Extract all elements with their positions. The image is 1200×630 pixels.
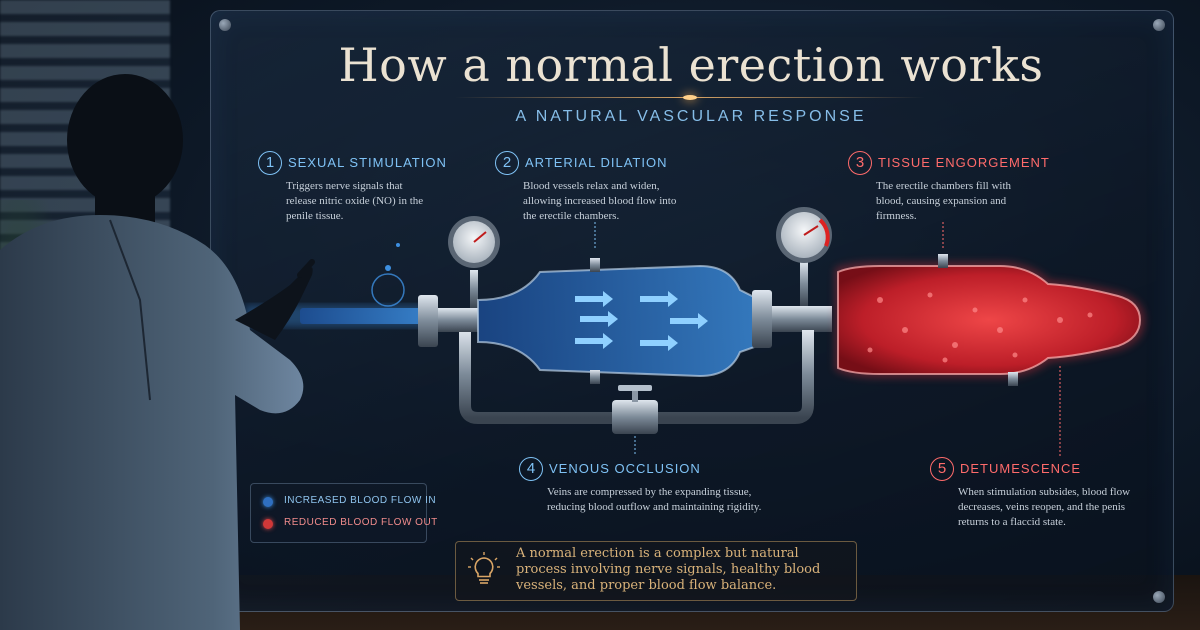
step-number: 2 xyxy=(495,151,519,175)
step-number: 5 xyxy=(930,457,954,481)
engorgement-chamber-glass xyxy=(837,265,1142,375)
nerve-signal-dot xyxy=(385,265,391,271)
gauge-stem xyxy=(470,270,478,308)
gauge-needle xyxy=(803,225,819,236)
step-description: Veins are compressed by the expanding ti… xyxy=(547,486,762,513)
lightbulb-icon xyxy=(468,552,500,584)
step-description: Blood vessels relax and widen, allowing … xyxy=(523,180,677,222)
legend-label: REDUCED BLOOD FLOW OUT xyxy=(284,517,438,528)
step-number: 3 xyxy=(848,151,872,175)
gauge-needle xyxy=(473,231,487,243)
middle-coupling xyxy=(772,306,832,332)
step-number: 4 xyxy=(519,457,543,481)
summary-note: A normal erection is a complex but natur… xyxy=(455,541,857,601)
step-1-sexual-stimulation: 1 SEXUAL STIMULATION Triggers nerve sign… xyxy=(258,151,446,241)
flange-left xyxy=(418,295,438,347)
legend-dot-blue xyxy=(263,497,273,507)
presenter-silhouette xyxy=(0,74,315,630)
venous-valve xyxy=(612,400,658,434)
title-divider xyxy=(455,95,925,100)
step-heading: TISSUE ENGORGEMENT xyxy=(878,155,1050,170)
legend-label: INCREASED BLOOD FLOW IN xyxy=(284,495,437,506)
presenter-coat xyxy=(0,215,304,630)
step-description: The erectile chambers fill with blood, c… xyxy=(876,180,1011,222)
pointing-finger xyxy=(297,259,315,278)
gauge-red-zone xyxy=(818,218,830,247)
arterial-chamber xyxy=(478,266,760,376)
blood-cells xyxy=(867,292,1093,363)
step-2-arterial-dilation: 2 ARTERIAL DILATION Blood vessels relax … xyxy=(495,151,695,241)
chamber-valve-bottom xyxy=(1008,372,1018,386)
step-3-tissue-engorgement: 3 TISSUE ENGORGEMENT The erectile chambe… xyxy=(848,151,1050,241)
step-heading: ARTERIAL DILATION xyxy=(525,155,668,170)
step-heading: DETUMESCENCE xyxy=(960,461,1082,476)
chamber-valve-top xyxy=(938,254,948,268)
flow-legend: INCREASED BLOOD FLOW IN REDUCED BLOOD FL… xyxy=(250,483,437,543)
page-title: How a normal erection works xyxy=(338,38,1044,92)
engorgement-chamber xyxy=(838,266,1140,374)
nerve-signal-dot xyxy=(396,243,400,247)
venous-valve-stem xyxy=(632,390,638,402)
chamber-valve-top xyxy=(590,258,600,272)
flange-middle xyxy=(752,290,772,348)
panel-bolt xyxy=(1153,591,1165,603)
step-number: 1 xyxy=(258,151,282,175)
inlet-coupling xyxy=(438,308,478,332)
panel-bolt xyxy=(1153,19,1165,31)
panel-bolt xyxy=(219,19,231,31)
step-4-venous-occlusion: 4 VENOUS OCCLUSION Veins are compressed … xyxy=(519,457,789,527)
summary-note-text: A normal erection is a complex but natur… xyxy=(516,546,821,593)
gauge-stem xyxy=(800,262,808,306)
step-heading: SEXUAL STIMULATION xyxy=(288,155,447,170)
nerve-signal-icon xyxy=(371,273,405,307)
step-description: When stimulation subsides, blood flow de… xyxy=(958,486,1131,528)
step-description: Triggers nerve signals that release nitr… xyxy=(286,180,424,222)
chamber-valve-bottom xyxy=(590,370,600,384)
presenter-head xyxy=(67,74,183,206)
presenter-hand xyxy=(235,266,313,340)
step-heading: VENOUS OCCLUSION xyxy=(549,461,701,476)
venous-valve-handle xyxy=(618,385,652,391)
step-5-detumescence: 5 DETUMESCENCE When stimulation subsides… xyxy=(930,457,1160,537)
inlet-pipe xyxy=(300,308,430,324)
flow-arrows xyxy=(575,291,708,351)
coat-lapel xyxy=(109,219,151,401)
legend-dot-red xyxy=(263,519,273,529)
page-subtitle: A NATURAL VASCULAR RESPONSE xyxy=(515,108,867,125)
